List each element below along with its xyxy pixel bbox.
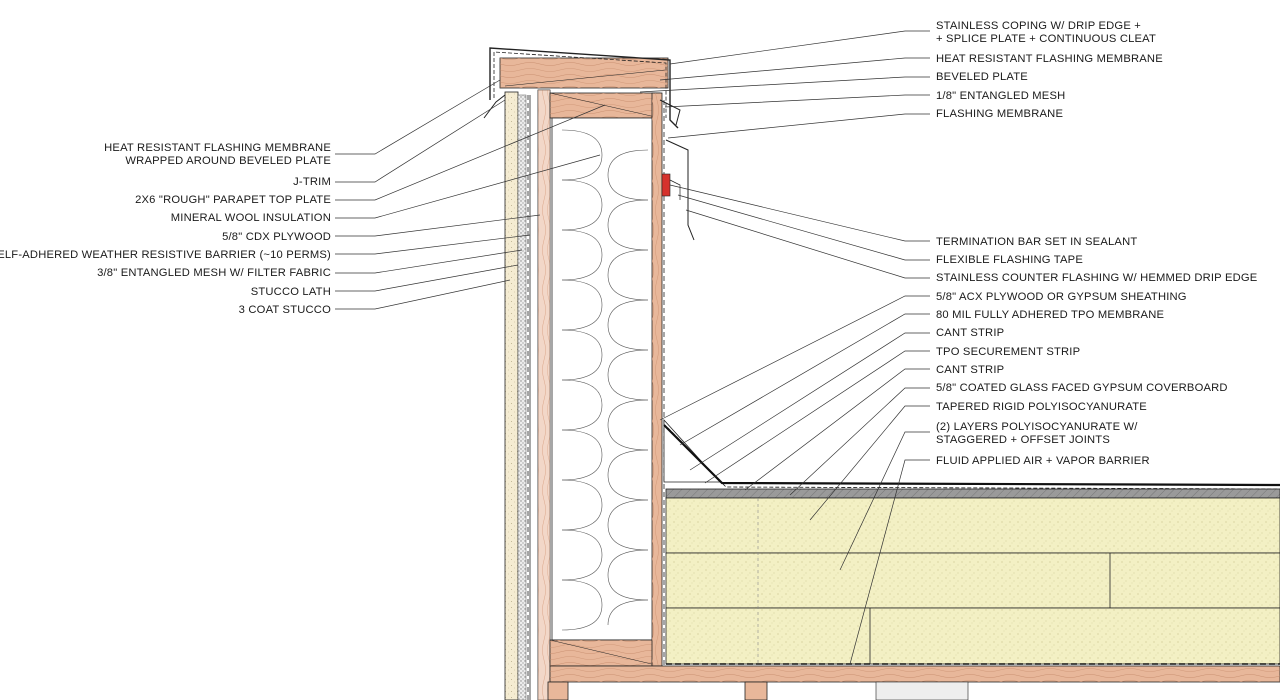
label-right-14: TAPERED RIGID POLYISOCYANURATE <box>936 401 1147 413</box>
stainless-coping <box>489 47 679 129</box>
blocking <box>875 681 969 700</box>
label-left-1: J-TRIM <box>293 176 331 188</box>
leaders-right <box>639 30 930 665</box>
label-right-3: 1/8" ENTANGLED MESH <box>936 90 1065 102</box>
label-right-13: 5/8" COATED GLASS FACED GYPSUM COVERBOAR… <box>936 382 1228 394</box>
label-right-10: CANT STRIP <box>936 327 1004 339</box>
exterior-wall-assembly <box>504 89 551 700</box>
gypsum-coverboard <box>665 488 1280 499</box>
label-right-9: 80 MIL FULLY ADHERED TPO MEMBRANE <box>936 309 1164 321</box>
termination-bar <box>661 173 671 197</box>
label-left-2: 2X6 "ROUGH" PARAPET TOP PLATE <box>135 194 331 206</box>
tpo-membrane <box>663 424 1280 487</box>
entangled-mesh-layer <box>517 94 527 700</box>
label-right-0: STAINLESS COPING W/ DRIP EDGE ++ SPLICE … <box>936 20 1156 45</box>
label-right-12: CANT STRIP <box>936 364 1004 376</box>
polyiso-layer-1 <box>665 552 1280 609</box>
label-left-4: 5/8" CDX PLYWOOD <box>222 231 331 243</box>
label-right-7: STAINLESS COUNTER FLASHING W/ HEMMED DRI… <box>936 272 1257 284</box>
label-right-15: (2) LAYERS POLYISOCYANURATE W/STAGGERED … <box>936 421 1138 446</box>
label-right-11: TPO SECUREMENT STRIP <box>936 346 1080 358</box>
coping-assembly <box>483 47 681 129</box>
leaders-left <box>335 79 606 310</box>
parapet-core <box>549 92 665 667</box>
mineral-wool-insulation <box>551 117 659 641</box>
joist-mid <box>744 681 768 700</box>
stucco-layer <box>504 91 519 700</box>
label-right-2: BEVELED PLATE <box>936 71 1028 83</box>
label-right-4: FLASHING MEMBRANE <box>936 108 1063 120</box>
joist-left <box>547 681 569 700</box>
label-right-6: FLEXIBLE FLASHING TAPE <box>936 254 1083 266</box>
label-left-7: STUCCO LATH <box>251 286 331 298</box>
labels-right: STAINLESS COPING W/ DRIP EDGE ++ SPLICE … <box>936 20 1257 467</box>
label-right-5: TERMINATION BAR SET IN SEALANT <box>936 236 1137 248</box>
roof-assembly <box>547 418 1280 700</box>
label-right-1: HEAT RESISTANT FLASHING MEMBRANE <box>936 53 1163 65</box>
counter-flashing-assembly <box>661 139 695 241</box>
label-right-8: 5/8" ACX PLYWOOD OR GYPSUM SHEATHING <box>936 291 1187 303</box>
label-left-6: 3/8" ENTANGLED MESH W/ FILTER FABRIC <box>97 267 331 279</box>
label-left-3: MINERAL WOOL INSULATION <box>171 212 331 224</box>
polyiso-layer-2 <box>665 607 1280 665</box>
label-right-16: FLUID APPLIED AIR + VAPOR BARRIER <box>936 455 1150 467</box>
label-left-8: 3 COAT STUCCO <box>239 304 331 316</box>
counter-flashing <box>665 139 695 241</box>
label-left-5: SELF-ADHERED WEATHER RESISTIVE BARRIER (… <box>0 249 331 261</box>
